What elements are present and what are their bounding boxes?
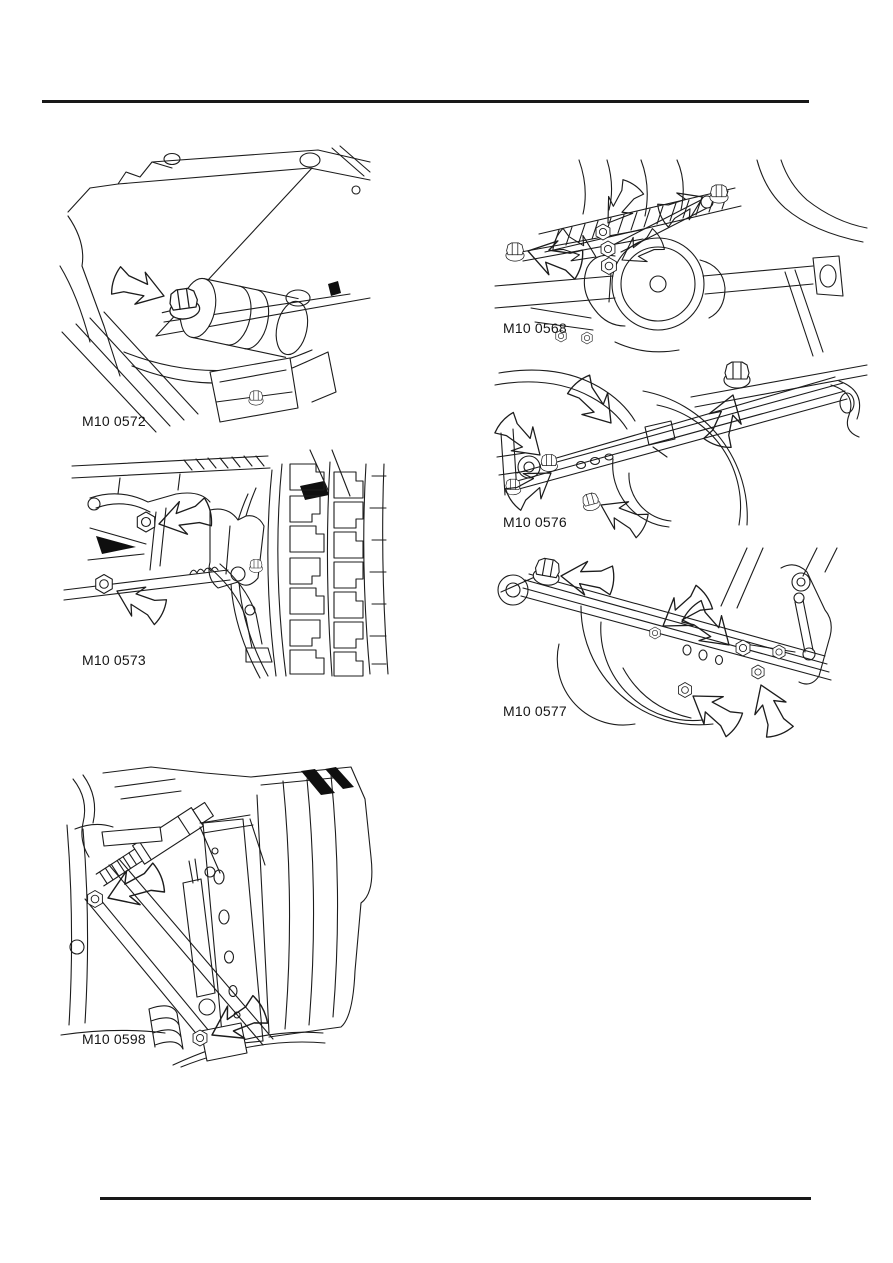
technical-drawing-m10-0572 <box>59 145 371 433</box>
nut-icon <box>649 626 661 640</box>
figure-m10-0568: M10 0568 <box>494 159 868 362</box>
nut-icon <box>751 664 765 680</box>
nut-icon <box>735 639 751 657</box>
bolt-icon <box>249 559 263 573</box>
technical-drawing-m10-0598 <box>60 766 373 1068</box>
technical-drawing-m10-0576 <box>490 361 868 542</box>
figure-label: M10 0577 <box>503 703 567 719</box>
figure-m10-0576: M10 0576 <box>490 361 868 542</box>
fixing-arrow-icon <box>563 371 625 435</box>
nut-icon <box>600 240 616 258</box>
technical-drawing-m10-0573 <box>63 449 389 679</box>
nut-icon <box>95 573 113 595</box>
nut-icon <box>192 1029 208 1047</box>
figure-m10-0577: M10 0577 <box>495 547 867 741</box>
technical-drawing-m10-0577 <box>497 547 838 741</box>
bolt-icon <box>709 184 729 204</box>
header-rule <box>42 100 809 103</box>
fixing-arrow-icon <box>109 575 171 629</box>
nut-icon <box>772 644 786 660</box>
nut-icon <box>601 257 617 275</box>
bolt-icon <box>723 361 751 389</box>
figure-label: M10 0598 <box>82 1031 146 1047</box>
technical-drawing-m10-0568 <box>494 159 868 357</box>
figure-m10-0598: M10 0598 <box>55 765 375 1068</box>
figure-label: M10 0568 <box>503 320 567 336</box>
bolt-icon <box>540 454 558 472</box>
figure-label: M10 0572 <box>82 413 146 429</box>
figure-label: M10 0576 <box>503 514 567 530</box>
figure-label: M10 0573 <box>82 652 146 668</box>
figure-m10-0572: M10 0572 <box>59 145 371 436</box>
fixing-arrow-icon <box>677 596 741 659</box>
bolt-icon <box>505 242 525 262</box>
fixing-arrow-icon <box>744 678 798 741</box>
fixing-arrow-icon <box>682 681 747 741</box>
nut-icon <box>595 223 611 241</box>
footer-rule <box>100 1197 811 1200</box>
nut-icon <box>136 511 156 533</box>
bolt-icon <box>531 556 563 588</box>
bolt-icon <box>580 491 602 513</box>
figure-m10-0573: M10 0573 <box>60 449 390 679</box>
fixing-arrow-icon <box>107 263 170 313</box>
nut-icon <box>581 331 593 345</box>
nut-icon <box>678 682 692 698</box>
nut-icon <box>87 890 103 908</box>
bolt-icon <box>248 390 264 406</box>
